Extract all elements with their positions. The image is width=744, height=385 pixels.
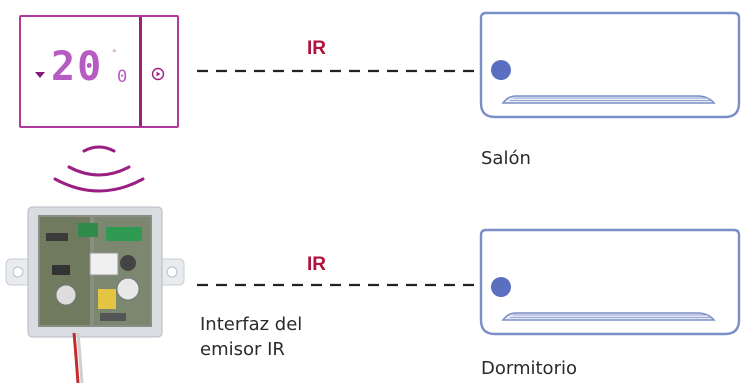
ir-emitter-device-image — [5, 206, 185, 384]
ir-label-top: IR — [307, 38, 326, 59]
room-label-salon: Salón — [481, 148, 531, 169]
air-conditioner-icon — [479, 228, 741, 336]
interface-label-line1: Interfaz del — [200, 314, 303, 335]
temperature-decimal: 0 — [117, 67, 128, 87]
interface-label-line2: emisor IR — [200, 339, 285, 360]
interface-label: Interfaz del emisor IR — [200, 312, 302, 362]
thermostat: 20 ° 0 — [19, 15, 179, 128]
ir-label-bottom: IR — [307, 254, 326, 275]
degree-symbol: ° — [112, 49, 117, 59]
room-label-dormitorio: Dormitorio — [481, 358, 577, 379]
air-conditioner-icon — [479, 11, 741, 119]
arrow-down-icon — [35, 72, 45, 78]
play-button-icon — [151, 67, 165, 81]
thermostat-divider — [139, 17, 142, 126]
temperature-display: 20 — [51, 44, 104, 90]
